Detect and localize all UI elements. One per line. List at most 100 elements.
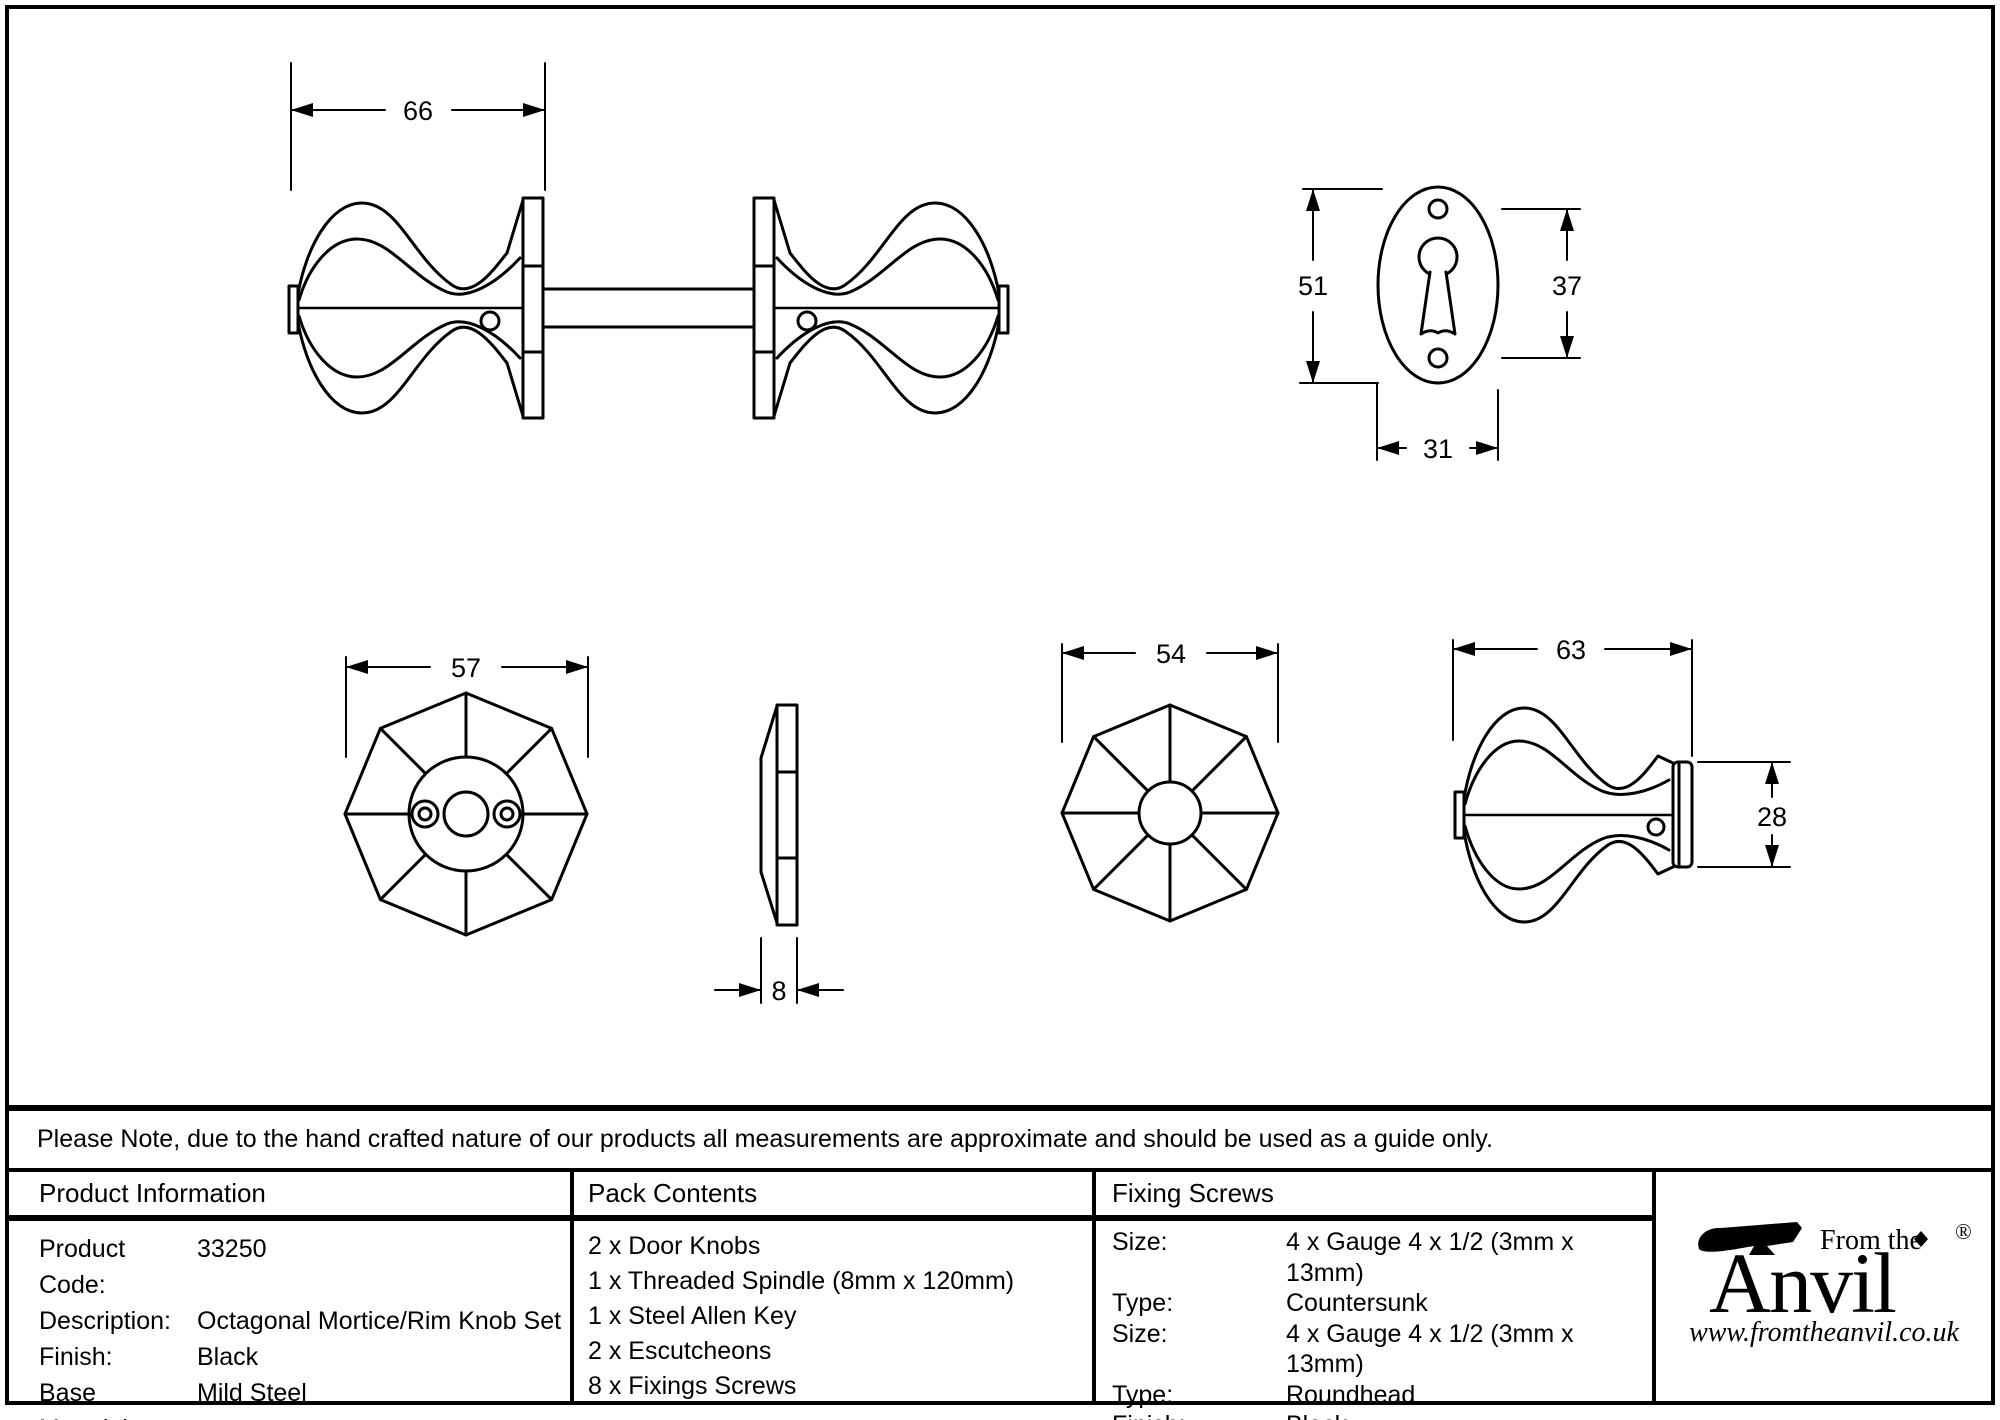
side-knob-inner-top bbox=[1463, 739, 1671, 806]
escutcheon-drawing: 51 37 31 bbox=[1298, 185, 1582, 464]
side-knob-outer-bottom bbox=[1462, 829, 1675, 924]
escutcheon-oval bbox=[1376, 185, 1500, 385]
left-rose-plate bbox=[521, 196, 545, 420]
dim-57-label: 57 bbox=[451, 653, 481, 683]
measurement-note-text: Please Note, due to the hand crafted nat… bbox=[37, 1125, 1494, 1153]
screw-type-label: Type: bbox=[1112, 1289, 1174, 1317]
pack-item: 1 x Steel Allen Key bbox=[588, 1302, 797, 1330]
dim-57 bbox=[345, 656, 589, 758]
description-value: Octagonal Mortice/Rim Knob Set bbox=[197, 1307, 562, 1335]
dim-37-label: 37 bbox=[1552, 271, 1582, 301]
fixing-screws-column: Fixing Screws Size: 4 x Gauge 4 x 1/2 (3… bbox=[1096, 1172, 1656, 1420]
right-knob-inner-top bbox=[775, 237, 1000, 302]
table-row: Size: 4 x Gauge 4 x 1/2 (3mm x 13mm) bbox=[1112, 1319, 1648, 1380]
registered-trademark-icon: ® bbox=[1955, 1219, 1972, 1244]
dim-31-label: 31 bbox=[1423, 434, 1453, 464]
dim-66 bbox=[290, 62, 546, 191]
dim-63 bbox=[1452, 639, 1693, 757]
escutcheon-top-screw-hole bbox=[1427, 198, 1449, 220]
screw-size-label: Size: bbox=[1112, 1228, 1168, 1256]
left-rose-plate-bands bbox=[521, 264, 545, 354]
screw-type-label: Type: bbox=[1112, 1380, 1174, 1409]
knob-facet-lines bbox=[1060, 703, 1280, 923]
keyhole-circle bbox=[1417, 236, 1459, 278]
finish-value: Black bbox=[197, 1343, 259, 1371]
logo-wordmark: Anvil bbox=[1709, 1235, 1896, 1331]
dim-31 bbox=[1376, 382, 1499, 461]
logo-url: www.fromtheanvil.co.uk bbox=[1689, 1317, 1959, 1348]
screw-size-value: 4 x Gauge 4 x 1/2 (3mm x 13mm) bbox=[1286, 1319, 1574, 1379]
outer-border-frame bbox=[5, 5, 1995, 1405]
dim-54 bbox=[1061, 643, 1279, 743]
table-row: Finish: Black bbox=[1112, 1410, 1648, 1420]
table-row: Finish: Black bbox=[39, 1339, 564, 1375]
product-information-column: Product Information Product Code: 33250 … bbox=[9, 1172, 574, 1420]
dim-37 bbox=[1501, 208, 1581, 359]
dim-66-label: 66 bbox=[403, 96, 433, 126]
fixing-screws-body: Size: 4 x Gauge 4 x 1/2 (3mm x 13mm) Typ… bbox=[1096, 1221, 1652, 1420]
rose-spindle-hole bbox=[442, 790, 490, 838]
screw-size-value: 4 x Gauge 4 x 1/2 (3mm x 13mm) bbox=[1286, 1228, 1574, 1287]
measurement-note-band: Please Note, due to the hand crafted nat… bbox=[9, 1105, 1991, 1172]
table-row: Type: Roundhead bbox=[1112, 1380, 1648, 1411]
spindle-bar bbox=[541, 287, 756, 329]
knob-side-view-drawing: 63 28 bbox=[1452, 635, 1791, 924]
dim-63-label: 63 bbox=[1556, 635, 1586, 665]
right-rose-plate bbox=[752, 196, 776, 420]
product-information-body: Product Code: 33250 Description: Octagon… bbox=[9, 1221, 570, 1420]
left-knob-tip bbox=[287, 284, 300, 335]
right-knob-outer-top bbox=[788, 201, 1001, 296]
rose-profile-bevel bbox=[759, 704, 779, 925]
right-knob-outer-bottom bbox=[788, 320, 1001, 415]
from-the-anvil-logo: Anvil From the ® www.fromtheanvil.co.uk bbox=[1659, 1217, 1989, 1357]
knob-front-view-drawing: 54 bbox=[1060, 639, 1280, 923]
right-rose-plate-bands bbox=[752, 264, 776, 354]
left-knob-inner-bottom bbox=[297, 314, 522, 379]
keyhole-stem bbox=[1419, 270, 1457, 336]
rose-side-profile-drawing: 8 bbox=[714, 703, 844, 1006]
screw-finish-label: Finish: bbox=[1112, 1410, 1286, 1420]
side-knob-rose-plate bbox=[1671, 760, 1694, 869]
dim-28 bbox=[1697, 761, 1791, 868]
description-label: Description: bbox=[39, 1307, 171, 1335]
left-knob-outer-bottom bbox=[296, 320, 509, 415]
fixing-screws-header: Fixing Screws bbox=[1096, 1172, 1652, 1221]
pack-contents-body: 2 x Door Knobs 1 x Threaded Spindle (8mm… bbox=[574, 1221, 1092, 1404]
side-knob-outer-top bbox=[1462, 706, 1675, 801]
right-knob-tip bbox=[997, 284, 1010, 335]
left-knob-inner-top bbox=[297, 237, 522, 302]
right-grub-screw bbox=[796, 310, 818, 332]
rose-profile-plate bbox=[775, 703, 799, 927]
spec-table: Product Information Product Code: 33250 … bbox=[9, 1172, 1991, 1420]
rose-front-view-drawing: 57 bbox=[343, 653, 589, 937]
pack-item: 2 x Door Knobs bbox=[588, 1232, 761, 1260]
table-row: Base Material: Mild Steel bbox=[39, 1375, 564, 1420]
side-knob-inner-bottom bbox=[1463, 824, 1671, 891]
screw-size-label: Size: bbox=[1112, 1319, 1168, 1348]
logo-graphic: Anvil From the ® www.fromtheanvil.co.uk bbox=[1689, 1219, 1972, 1348]
brand-column: Anvil From the ® www.fromtheanvil.co.uk bbox=[1656, 1172, 1991, 1401]
dim-51-label: 51 bbox=[1298, 271, 1328, 301]
diamond-icon bbox=[1913, 1230, 1928, 1247]
dim-51 bbox=[1299, 188, 1383, 384]
left-knob-flare bbox=[505, 198, 525, 418]
table-row: Product Code: 33250 bbox=[39, 1231, 564, 1303]
rose-right-screw-hole-inner bbox=[499, 806, 515, 822]
right-knob-flare bbox=[772, 198, 792, 418]
product-code-value: 33250 bbox=[197, 1235, 267, 1263]
screw-type-value: Roundhead bbox=[1286, 1380, 1416, 1409]
table-row: Type: Countersunk bbox=[1112, 1288, 1648, 1319]
knob-center-circle bbox=[1137, 780, 1203, 846]
finish-label: Finish: bbox=[39, 1343, 113, 1371]
pack-item: 2 x Escutcheons bbox=[588, 1337, 772, 1365]
rose-left-screw-hole-inner bbox=[417, 806, 433, 822]
pack-contents-column: Pack Contents 2 x Door Knobs 1 x Threade… bbox=[574, 1172, 1096, 1401]
knob-pair-side-view-drawing: 66 bbox=[287, 62, 1010, 420]
dim-54-label: 54 bbox=[1156, 639, 1186, 669]
anvil-icon bbox=[1697, 1221, 1802, 1255]
technical-drawing-canvas: 66 51 bbox=[287, 62, 1791, 1006]
table-row: Size: 4 x Gauge 4 x 1/2 (3mm x 13mm) bbox=[1112, 1227, 1648, 1288]
base-material-value: Mild Steel bbox=[197, 1379, 307, 1407]
side-knob-grub-screw bbox=[1646, 817, 1666, 837]
